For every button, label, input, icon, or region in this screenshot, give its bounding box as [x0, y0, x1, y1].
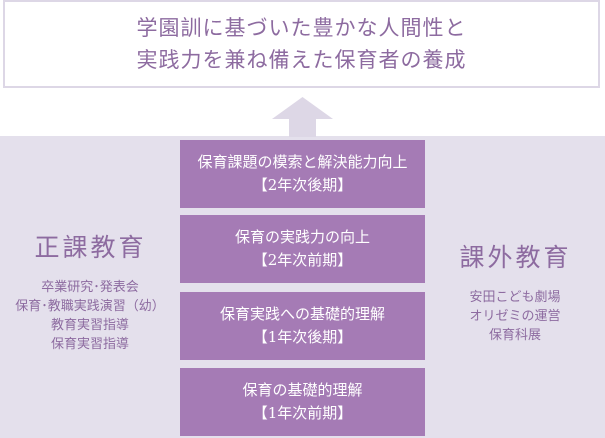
extracurricular-education-title: 課外教育: [459, 243, 572, 272]
stage-title: 保育の基礎的理解: [242, 381, 363, 399]
stage-period: 【1年次前期】: [252, 404, 353, 422]
list-item: 教育実習指導: [50, 318, 129, 333]
list-item: 保育･教職実践演習（幼）: [15, 299, 165, 314]
stage-box-2nd-year-late: 保育課題の模索と解決能力向上 【2年次後期】: [180, 140, 425, 208]
stage-period: 【2年次後期】: [252, 176, 353, 194]
up-arrow-icon: [272, 97, 333, 137]
list-item: 保育実習指導: [50, 337, 129, 352]
regular-education-list: 卒業研究･発表会 保育･教職実践演習（幼） 教育実習指導 保育実習指導: [0, 278, 180, 354]
stage-box-1st-year-late: 保育実践への基礎的理解 【1年次後期】: [180, 292, 425, 360]
stage-period: 【2年次前期】: [252, 251, 353, 269]
list-item: 安田こども劇場: [469, 290, 561, 305]
goal-line-1: 学園訓に基づいた豊かな人間性と: [136, 16, 467, 40]
regular-education-title: 正課教育: [34, 233, 147, 262]
extracurricular-education-list: 安田こども劇場 オリゼミの運営 保育科展: [425, 288, 605, 345]
stage-title: 保育実践への基礎的理解: [219, 305, 385, 323]
stage-box-2nd-year-early: 保育の実践力の向上 【2年次前期】: [180, 215, 425, 283]
list-item: 卒業研究･発表会: [41, 280, 139, 295]
list-item: オリゼミの運営: [469, 309, 561, 324]
goal-line-2: 実践力を兼ね備えた保育者の養成: [136, 48, 467, 72]
stage-title: 保育の実践力の向上: [234, 228, 370, 246]
stage-title: 保育課題の模索と解決能力向上: [197, 153, 408, 171]
stage-box-1st-year-early: 保育の基礎的理解 【1年次前期】: [180, 368, 425, 436]
stage-period: 【1年次後期】: [252, 328, 353, 346]
list-item: 保育科展: [488, 328, 541, 343]
goal-box: 学園訓に基づいた豊かな人間性と 実践力を兼ね備えた保育者の養成: [3, 0, 600, 88]
